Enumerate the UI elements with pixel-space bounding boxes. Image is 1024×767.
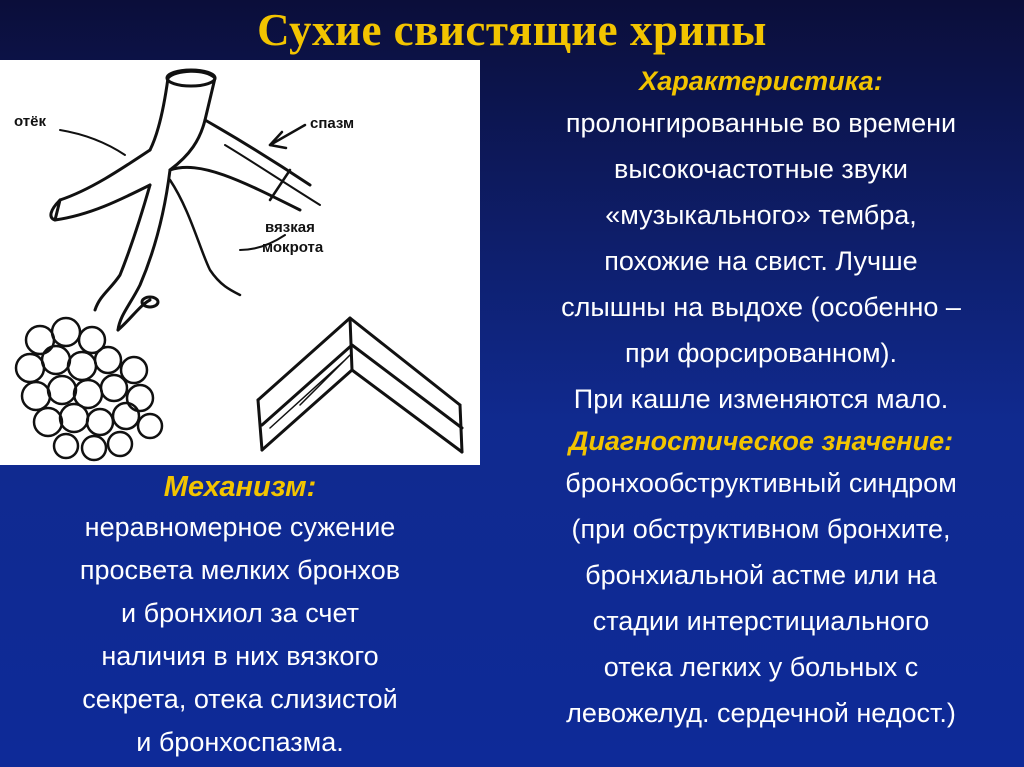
bronchi-drawing: отёк спазм вязкая мокрота	[14, 68, 464, 462]
label-spasm: спазм	[310, 115, 354, 132]
left-column: Механизм: неравномерное сужение просвета…	[0, 468, 480, 764]
mucus-arrow	[239, 234, 286, 251]
bronchi-illustration: отёк спазм вязкая мокрота	[0, 60, 480, 465]
mechanism-line: и бронхоспазма.	[136, 727, 344, 757]
label-mucus-2: мокрота	[262, 239, 324, 256]
spasm-arrow-2	[268, 168, 292, 202]
diagnostic-text: бронхообструктивный синдром (при обструк…	[498, 460, 1024, 736]
characteristic-line: слышны на выдохе (особенно –	[561, 292, 961, 322]
characteristic-line: при форсированном).	[624, 338, 898, 368]
right-bronchus	[203, 118, 312, 187]
mechanism-text: неравномерное сужение просвета мелких бр…	[0, 506, 480, 764]
characteristic-line: «музыкального» тембра,	[605, 200, 917, 230]
diagnostic-heading: Диагностическое значение:	[568, 426, 954, 456]
mechanism-line: секрета, отека слизистой	[82, 684, 398, 714]
left-bronchus	[53, 148, 152, 222]
mechanism-line: неравномерное сужение	[84, 512, 396, 542]
spasm-arrow-1	[268, 123, 307, 147]
mechanism-line: наличия в них вязкого	[101, 641, 379, 671]
label-edema: отёк	[14, 113, 46, 130]
alveoli-cluster	[14, 316, 164, 462]
right-column: Характеристика: пролонгированные во врем…	[498, 62, 1024, 736]
mechanism-line: просвета мелких бронхов	[79, 555, 401, 585]
diagnostic-line: бронхиальной астме или на	[585, 560, 937, 590]
edema-arrow	[59, 129, 126, 156]
characteristic-text: пролонгированные во времени высокочастот…	[498, 100, 1024, 422]
characteristic-line: высокочастотные звуки	[614, 154, 908, 184]
characteristic-line: пролонгированные во времени	[565, 108, 957, 138]
mechanism-line: и бронхиол за счет	[121, 598, 359, 628]
mechanism-heading: Механизм:	[163, 471, 317, 503]
slide-title: Сухие свистящие хрипы	[257, 5, 767, 55]
trachea-outline	[166, 69, 217, 172]
mucus-plug	[168, 178, 242, 297]
characteristic-line: похожие на свист. Лучше	[604, 246, 918, 276]
characteristic-heading: Характеристика:	[639, 66, 883, 96]
lower-bronchus	[93, 183, 152, 312]
characteristic-line: При кашле изменяются мало.	[573, 384, 949, 414]
folded-wall-sketch	[256, 316, 464, 454]
diagnostic-line: (при обструктивном бронхите,	[571, 514, 951, 544]
diagnostic-line: отека легких у больных с	[603, 652, 919, 682]
diagnostic-line: левожелуд. сердечной недост.)	[566, 698, 956, 728]
label-mucus-1: вязкая	[265, 219, 315, 236]
diagnostic-line: стадии интерстициального	[592, 606, 930, 636]
diagnostic-line: бронхообструктивный синдром	[565, 468, 957, 498]
